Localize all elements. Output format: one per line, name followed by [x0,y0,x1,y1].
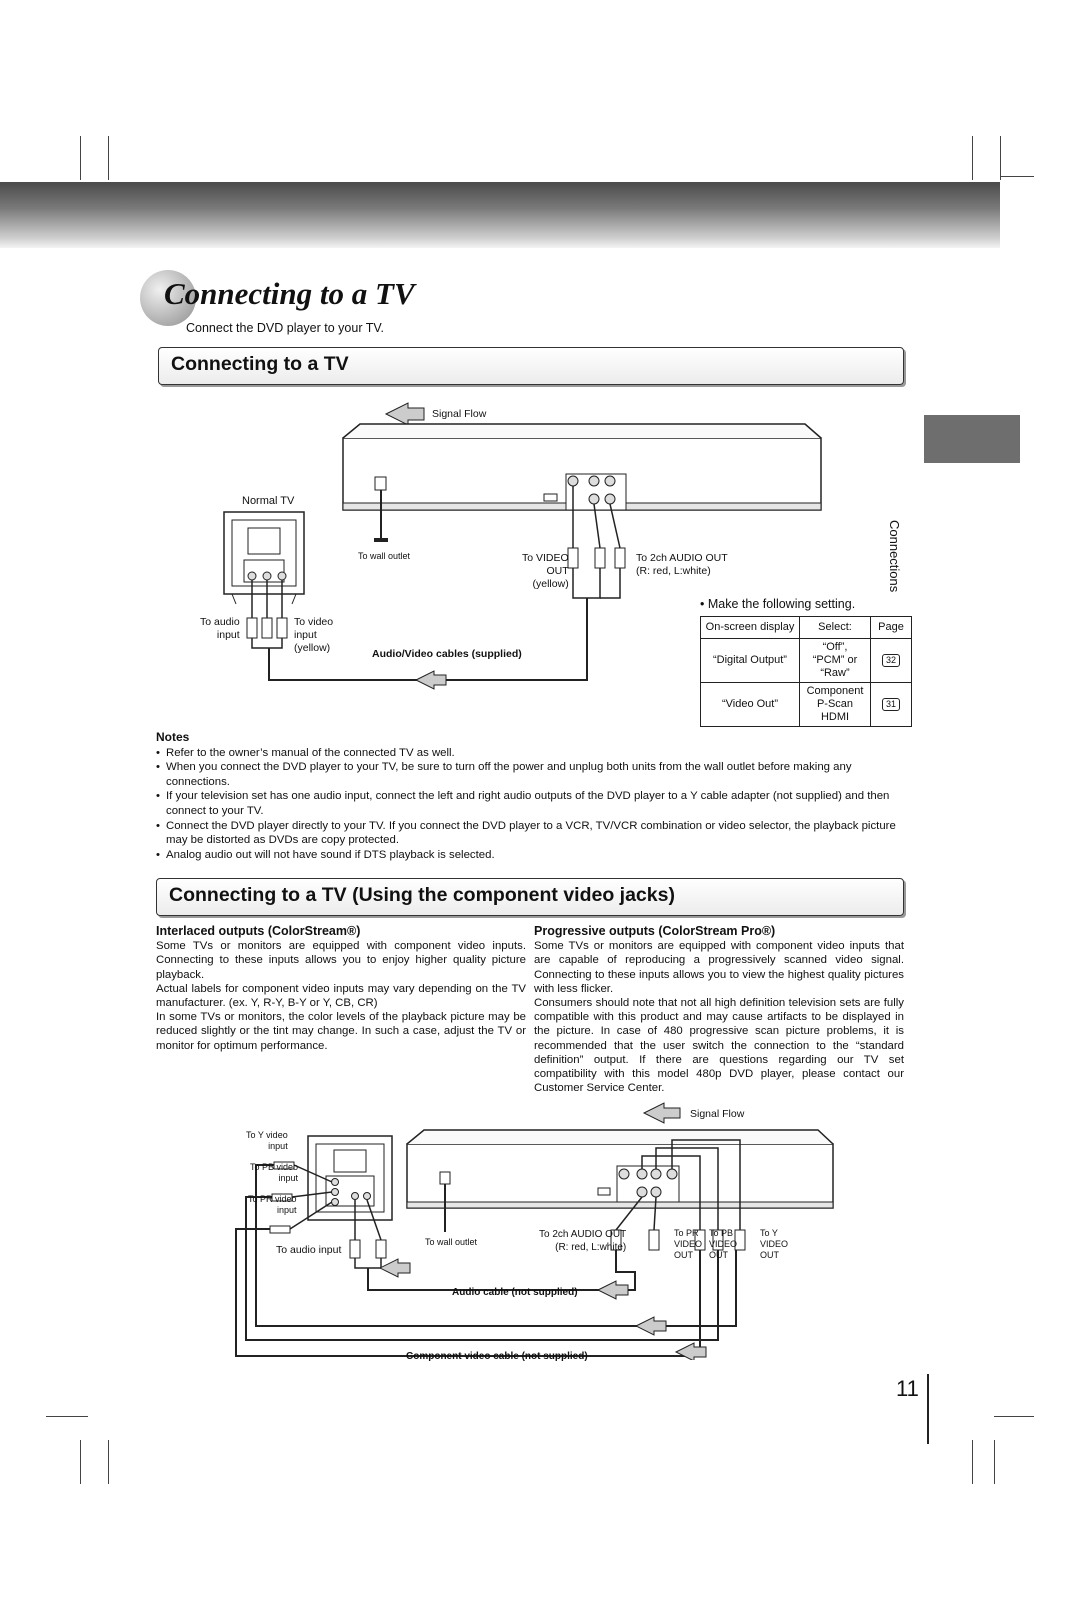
interlaced-paragraph: Actual labels for component video inputs… [156,982,526,1010]
video-input-label: To video input (yellow) [294,616,334,654]
note-item: Refer to the owner’s manual of the conne… [156,746,904,761]
page-number: 11 [896,1376,919,1401]
interlaced-paragraph: In some TVs or monitors, the color level… [156,1011,526,1052]
section-heading: Connecting to a TV [171,353,349,375]
header-banner [0,182,1000,248]
wall-outlet-label: To wall outlet [425,1237,478,1247]
signal-flow-arrow [384,402,425,426]
page-ref-badge: 31 [881,698,900,711]
signal-flow-arrow [414,670,447,690]
audio-out-label: To 2ch AUDIO OUT (R: red, L:white) [539,1229,627,1253]
crop-mark [80,136,81,180]
crop-mark [46,1416,88,1417]
page-subtitle: Connect the DVD player to your TV. [186,321,385,335]
setting-intro-text: Make the following setting. [707,597,856,611]
interlaced-paragraph: Some TVs or monitors are equipped with c… [156,940,526,981]
wall-outlet-label: To wall outlet [358,551,411,561]
component-cable-label: Component video cable (not supplied) [406,1351,588,1362]
signal-flow-arrow [596,1280,629,1300]
section-tab [924,415,1020,463]
progressive-column: Progressive outputs (ColorStream Pro®) S… [534,924,904,1095]
page-title: Connecting to a TV [164,276,415,311]
section-heading: Connecting to a TV (Using the component … [169,884,675,906]
setting-header: Select: [799,616,871,639]
tv-set [307,1135,393,1221]
audio-cable-label: Audio cable (not supplied) [452,1287,578,1298]
crop-mark [994,1440,995,1484]
crop-mark [994,1416,1034,1417]
av-cable-label: Audio/Video cables (supplied) [372,648,522,660]
setting-header: On-screen display [700,616,800,639]
title-decoration [140,270,196,326]
tv-set [223,511,305,605]
progressive-heading: Progressive outputs (ColorStream Pro®) [534,924,776,938]
audio-input-label: To audio input [276,1244,342,1256]
crop-mark [108,136,109,180]
crop-mark [108,1440,109,1484]
setting-display-cell: “Digital Output” [700,638,800,683]
notes: Notes Refer to the owner’s manual of the… [156,730,904,862]
normal-tv-label: Normal TV [242,495,295,507]
signal-flow-arrow [634,1316,667,1336]
pb-out-label: To PB VIDEO OUT [709,1228,738,1260]
page-number-rule [927,1374,929,1444]
crop-mark [80,1440,81,1484]
y-input-label: To Y video input [246,1130,288,1151]
signal-flow-arrow [378,1258,411,1278]
crop-mark [972,1440,973,1484]
notes-heading: Notes [156,730,190,744]
interlaced-column: Interlaced outputs (ColorStream®) Some T… [156,924,526,1053]
signal-flow-arrow [642,1102,681,1124]
note-item: Analog audio out will not have sound if … [156,848,904,863]
y-out-label: To Y VIDEO OUT [760,1228,789,1260]
crop-mark [1000,136,1001,180]
page-ref-badge: 32 [881,654,900,667]
notes-list: Refer to the owner’s manual of the conne… [156,746,904,863]
tv-connection-diagram [223,402,822,690]
progressive-paragraph: Some TVs or monitors are equipped with c… [534,940,904,995]
setting-page-cell: 32 [870,638,912,683]
audio-out-label: To 2ch AUDIO OUT (R: red, L:white) [636,552,728,577]
signal-flow-label: Signal Flow [690,1108,745,1120]
pb-input-label: To PB video input [250,1162,299,1183]
component-connection-diagram [235,1102,834,1360]
video-out-label: To VIDEO OUT (yellow) [522,552,569,590]
note-item: If your television set has one audio inp… [156,789,904,818]
interlaced-heading: Interlaced outputs (ColorStream®) [156,924,361,938]
setting-intro: • Make the following setting. [700,597,856,611]
crop-mark [972,136,973,180]
setting-table: On-screen display Select: Page “Digital … [700,616,912,727]
signal-flow-label: Signal Flow [432,408,487,420]
progressive-paragraph: Consumers should note that not all high … [534,997,904,1095]
audio-input-label: To audio input [200,616,240,641]
pr-out-label: To PR VIDEO OUT [674,1228,703,1260]
dvd-player [406,1129,834,1209]
setting-select-cell: Component P-Scan HDMI [799,682,871,727]
signal-flow-arrow [674,1342,707,1360]
section-heading-bar: Connecting to a TV (Using the component … [156,878,904,916]
pr-input-label: To PR video input [248,1194,297,1215]
dvd-player [342,423,822,511]
setting-select-cell: “Off”, “PCM” or “Raw” [799,638,871,683]
crop-mark [1000,176,1034,177]
setting-header: Page [870,616,912,639]
note-item: When you connect the DVD player to your … [156,760,904,789]
note-item: Connect the DVD player directly to your … [156,819,904,848]
section-heading-bar: Connecting to a TV [158,347,904,385]
setting-display-cell: “Video Out” [700,682,800,727]
setting-page-cell: 31 [870,682,912,727]
